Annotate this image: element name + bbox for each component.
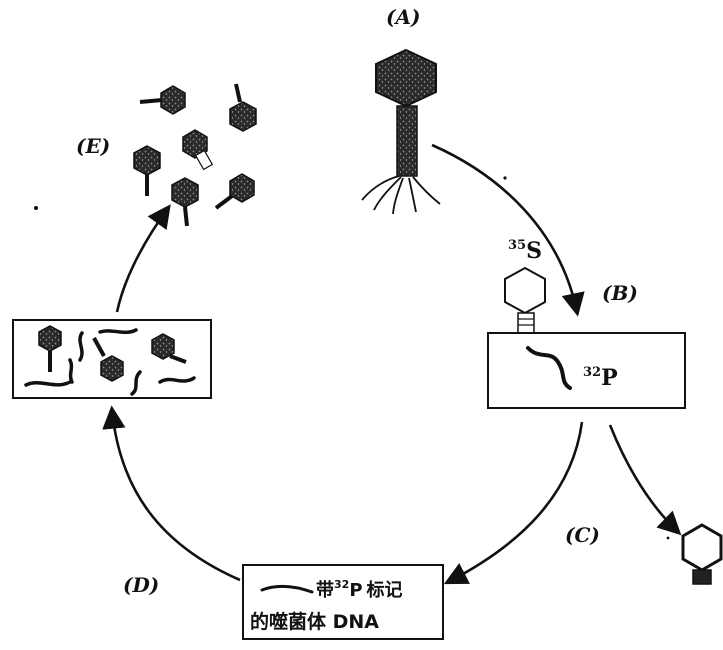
empty-capsid-icon xyxy=(505,268,545,333)
caption-line-2: 的噬菌体 DNA xyxy=(250,610,379,633)
isotope-p-symbol: P xyxy=(601,365,618,391)
label-a: (A) xyxy=(386,5,420,29)
label-e: (E) xyxy=(76,134,110,158)
released-phage-4-icon xyxy=(134,146,160,196)
arrow-b-to-d xyxy=(448,422,582,582)
isotope-s-mass: 35 xyxy=(508,238,526,253)
released-phage-1-icon xyxy=(140,86,185,114)
isotope-s-symbol: S xyxy=(526,238,542,264)
released-phage-6-icon xyxy=(216,174,254,208)
isotope-p-mass: 32 xyxy=(583,365,601,380)
phage-a-icon xyxy=(362,50,440,214)
released-phage-3-icon xyxy=(183,130,212,169)
released-phage-5-icon xyxy=(172,178,198,226)
label-d: (D) xyxy=(123,573,159,597)
arrow-d-to-host xyxy=(112,410,240,580)
released-phage-2-icon xyxy=(230,84,256,131)
released-phages xyxy=(134,84,256,226)
isotope-s-label: 35S xyxy=(508,238,542,264)
arrow-host-to-e xyxy=(117,208,168,312)
arrow-b-to-c xyxy=(610,425,678,532)
released-capsid-icon xyxy=(683,525,721,584)
label-c: (C) xyxy=(565,523,600,547)
label-b: (B) xyxy=(602,281,638,305)
